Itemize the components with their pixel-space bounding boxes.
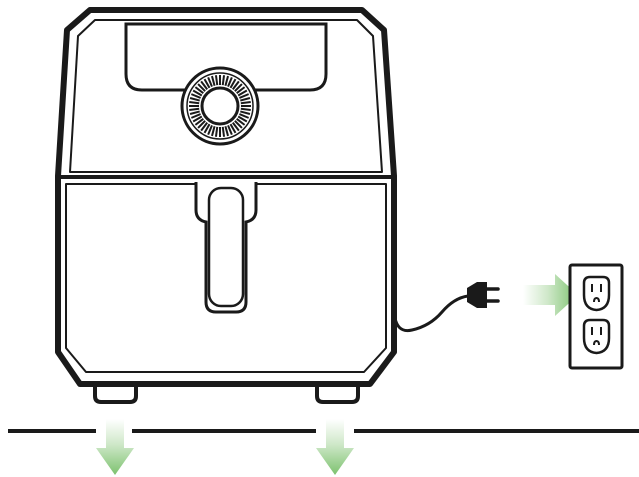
power-cord	[392, 294, 470, 333]
dial-tick	[237, 89, 248, 97]
dial-tick	[240, 107, 251, 112]
dial-tick	[227, 125, 233, 136]
dial-tick	[236, 86, 246, 95]
dial-tick	[240, 97, 251, 102]
dial-tick	[200, 122, 209, 132]
dial-tick	[224, 126, 229, 137]
dial-tick	[237, 115, 248, 123]
dial-tick	[229, 123, 237, 134]
dial-tick	[229, 78, 237, 89]
dial-tick	[189, 110, 200, 115]
dial-tick	[200, 80, 209, 90]
dial-tick	[194, 86, 204, 95]
dial-tick	[197, 120, 206, 129]
dial-tick	[207, 76, 213, 87]
dial-tick	[227, 76, 233, 87]
outlet-socket-bottom	[582, 318, 611, 355]
dial-tick	[239, 93, 250, 99]
dial-tick	[190, 113, 201, 119]
dial-tick	[211, 126, 216, 137]
dial-tick	[236, 117, 246, 126]
dial-tick	[214, 126, 219, 137]
dial-tick	[189, 97, 200, 102]
dial-tick	[189, 107, 200, 112]
dial-tick	[211, 75, 216, 86]
plug-in-arrow-icon	[523, 274, 578, 316]
dial-tick	[192, 89, 203, 97]
dial-tick	[203, 123, 211, 134]
dial-tick	[189, 100, 200, 105]
dial-tick	[234, 120, 243, 129]
dial-tick	[224, 75, 229, 86]
dial-tick	[239, 113, 250, 119]
dial-tick	[221, 75, 226, 86]
control-dial-icon	[180, 66, 260, 146]
dial-tick	[231, 122, 240, 132]
outlet-socket-top	[582, 275, 611, 312]
basket-handle-icon	[194, 182, 258, 314]
air-fryer-icon	[55, 7, 397, 404]
basket-drawer	[65, 183, 387, 373]
air-fryer-top-inner	[69, 19, 383, 173]
dial-tick	[240, 100, 251, 105]
dial-tick	[240, 110, 251, 115]
dial-tick	[194, 117, 204, 126]
dial-tick	[221, 126, 226, 137]
control-panel	[124, 22, 328, 92]
dial-tick	[231, 80, 240, 90]
down-arrow-icon	[316, 419, 354, 475]
down-arrow-icon	[96, 419, 134, 475]
dial-tick	[214, 75, 219, 86]
dial-tick	[207, 125, 213, 136]
dial-tick	[197, 83, 206, 92]
power-plug-icon	[467, 282, 500, 308]
dial-tick	[192, 115, 203, 123]
dial-tick	[234, 83, 243, 92]
wall-outlet-icon	[568, 263, 624, 370]
dial-tick	[203, 78, 211, 89]
dial-tick	[190, 93, 201, 99]
